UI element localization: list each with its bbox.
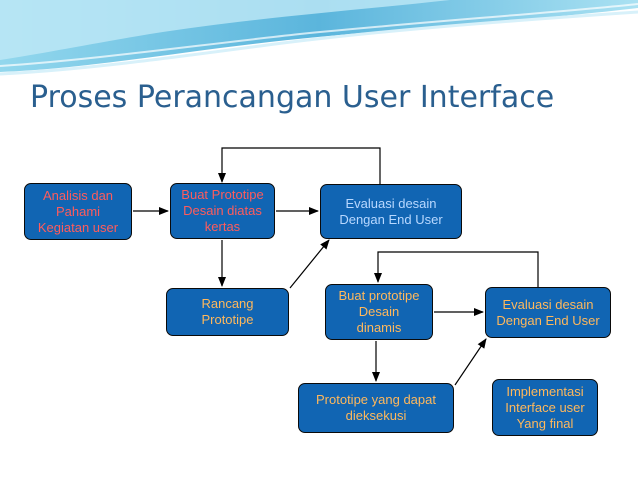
box-buat-prototipe-kertas-label: Buat Prototipe Desain diatas kertas: [181, 187, 264, 234]
box-buat-prototipe-kertas: Buat Prototipe Desain diatas kertas: [170, 183, 275, 239]
box-buat-prototipe-dinamis-label: Buat prototipe Desain dinamis: [338, 288, 420, 335]
box-evaluasi-2-label: Evaluasi desain Dengan End User: [496, 296, 600, 328]
box-rancang-prototipe: Rancang Prototipe: [166, 288, 289, 336]
box-evaluasi-1: Evaluasi desain Dengan End User: [320, 184, 462, 239]
box-rancang-prototipe-label: Rancang Prototipe: [201, 296, 254, 327]
box-analisis-label: Analisis dan Pahami Kegiatan user: [37, 187, 119, 235]
page-title: Proses Perancangan User Interface: [30, 80, 555, 115]
feedback-evaluasi2-to-dinamis: [374, 251, 539, 287]
box-prototipe-eksekusi-label: Prototipe yang dapat dieksekusi: [316, 392, 436, 423]
header-swoosh: [0, 0, 638, 76]
arrow-rancang-to-evaluasi: [289, 239, 330, 289]
box-buat-prototipe-dinamis: Buat prototipe Desain dinamis: [325, 284, 433, 340]
box-implementasi-label: Implementasi Interface user Yang final: [505, 383, 585, 431]
box-evaluasi-1-label: Evaluasi desain Dengan End User: [339, 195, 443, 227]
box-prototipe-eksekusi: Prototipe yang dapat dieksekusi: [298, 383, 454, 433]
box-analisis: Analisis dan Pahami Kegiatan user: [24, 183, 132, 240]
arrow-eksekusi-to-evaluasi2: [454, 338, 487, 386]
feedback-evaluasi-to-kertas: [218, 147, 381, 184]
box-implementasi: Implementasi Interface user Yang final: [492, 379, 598, 436]
box-evaluasi-2: Evaluasi desain Dengan End User: [485, 287, 611, 338]
